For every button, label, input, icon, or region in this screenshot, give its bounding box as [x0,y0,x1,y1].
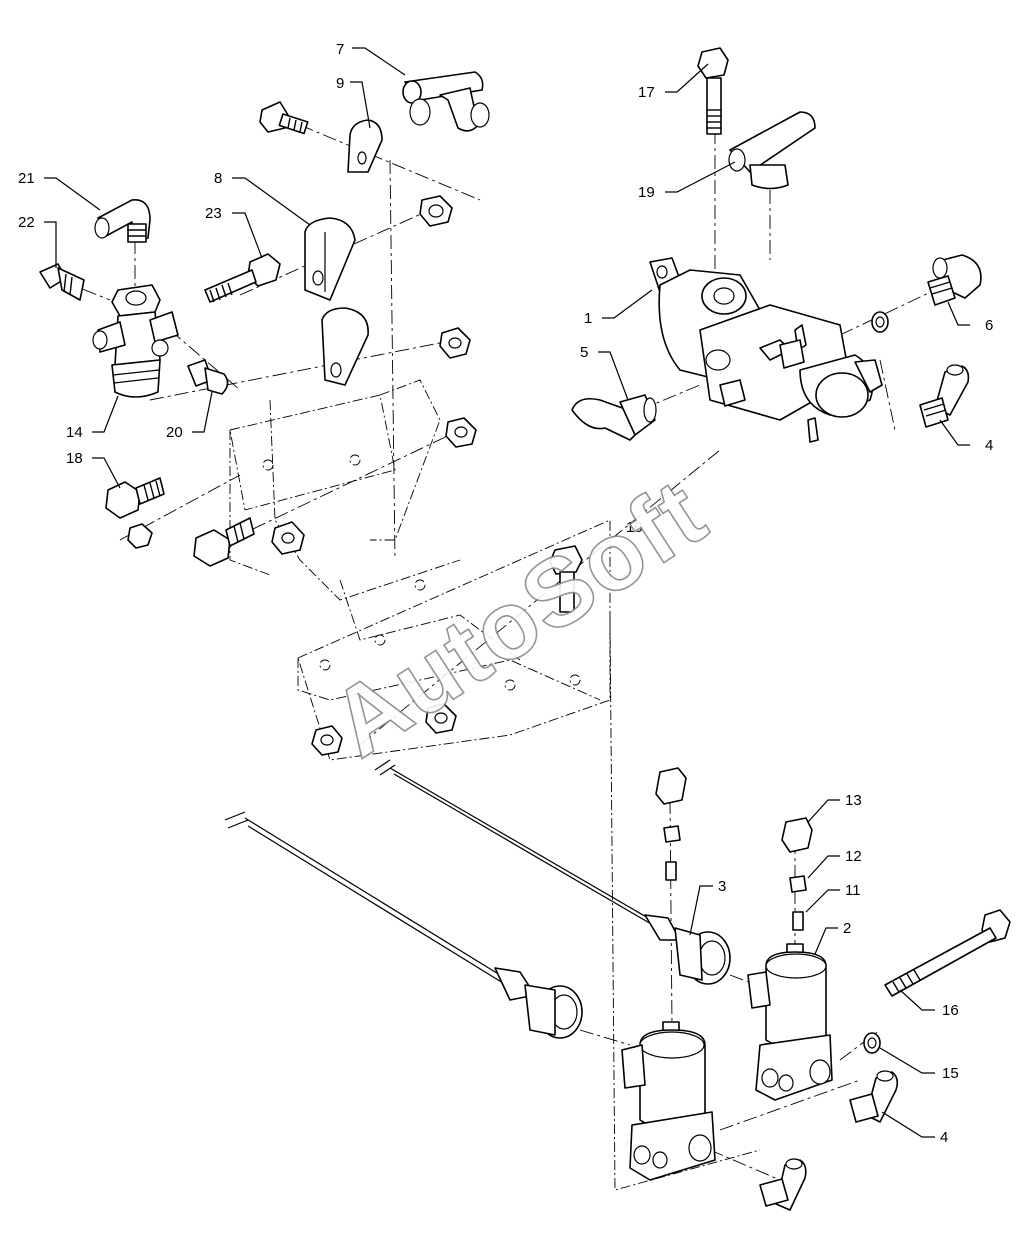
callout-21: 21 [18,170,35,187]
callout-labels: 7 9 8 23 21 22 14 20 18 17 19 1 5 6 4 10… [18,41,993,1146]
callout-17: 17 [638,84,655,101]
callout-20: 20 [166,424,183,441]
hose-clamp-lower [321,307,369,386]
relay-valve-14 [92,284,179,398]
flange-bolt-18 [105,477,165,519]
callout-23: 23 [205,205,222,222]
hose-clip-9 [347,119,383,173]
callout-18: 18 [66,450,83,467]
hose-clamp-8 [304,217,356,301]
connector-22 [39,263,85,301]
valve-assembly-1 [649,257,883,443]
washer-15 [863,1032,881,1054]
elbow-fitting-21 [94,199,151,243]
wire-harness-upper [374,759,731,985]
callout-22: 22 [18,214,35,231]
mounting-bracket-phantom [229,379,761,1191]
callout-9: 9 [336,75,344,92]
callout-4-upper: 4 [985,437,993,454]
bolt-23 [204,253,281,303]
bolt-16 [884,909,1011,997]
callout-13: 13 [845,792,862,809]
callout-15: 15 [942,1065,959,1082]
callout-8: 8 [214,170,222,187]
callout-16: 16 [942,1002,959,1019]
solenoid-valve-left [621,1021,716,1181]
solenoid-valve-2 [747,943,833,1101]
elbow-fitting-bottom [759,1158,807,1211]
flange-bolt-lower [193,517,255,567]
nut-13 [781,817,813,853]
callout-1: 1 [584,310,592,327]
leader-lines [44,47,970,1138]
callout-5: 5 [580,344,588,361]
bolt-17 [697,47,729,135]
callout-7: 7 [336,41,344,58]
fitting-20 [187,359,229,395]
callout-12: 12 [845,848,862,865]
tee-fitting-7 [402,71,490,132]
elbow-fitting-4-lower [849,1070,899,1123]
callout-2: 2 [843,920,851,937]
callout-19: 19 [638,184,655,201]
tee-fitting-19 [728,111,816,190]
callout-3: 3 [718,878,726,895]
ferrule-12 [789,875,807,893]
elbow-fitting-4-upper [919,364,970,428]
callout-6: 6 [985,317,993,334]
callout-10: 10 [626,519,643,536]
flange-bolt-upper [259,101,309,135]
callout-4-lower: 4 [940,1129,948,1146]
bolt-10 [549,545,583,613]
callout-14: 14 [66,424,83,441]
callout-11: 11 [845,882,861,899]
lock-nuts [127,195,477,756]
elbow-fitting-6 [927,254,982,306]
hose-elbow-5 [571,394,657,441]
washer-6 [871,311,889,333]
fitting-stack-left [655,767,687,881]
watermark-logo: AutoSoft [313,458,725,777]
wire-harness-lower [224,811,583,1039]
insert-11 [792,911,804,931]
